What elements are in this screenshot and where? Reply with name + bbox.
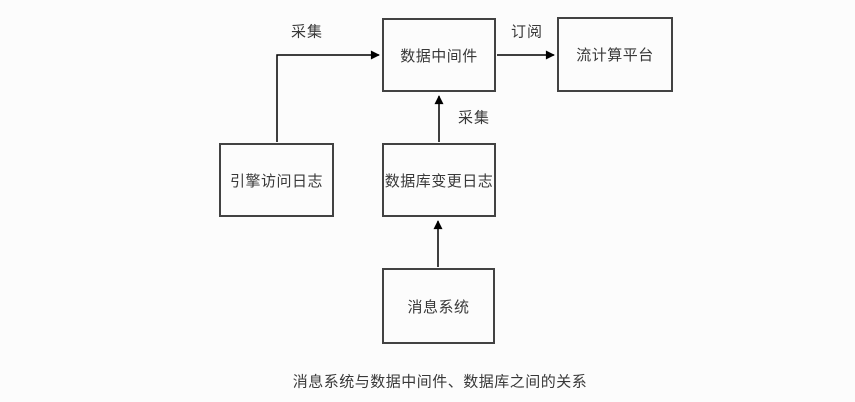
node-data-middleware: 数据中间件 [382,18,496,92]
diagram-caption: 消息系统与数据中间件、数据库之间的关系 [292,373,588,391]
edge-label-collect-top-left: 采集 [290,23,324,41]
node-stream-computing-platform: 流计算平台 [557,17,673,92]
node-message-system: 消息系统 [382,268,495,344]
edge-engine-log-to-middleware [276,50,380,142]
node-database-change-log: 数据库变更日志 [382,143,496,217]
edge-label-subscribe: 订阅 [510,23,544,41]
edge-label-collect-middle: 采集 [457,109,491,127]
node-stream-computing-platform-label: 流计算平台 [576,47,654,64]
node-engine-access-log: 引擎访问日志 [219,143,334,217]
node-engine-access-log-label: 引擎访问日志 [229,172,323,190]
node-data-middleware-label: 数据中间件 [400,47,478,65]
node-message-system-label: 消息系统 [407,298,470,316]
node-database-change-log-label: 数据库变更日志 [384,172,494,190]
